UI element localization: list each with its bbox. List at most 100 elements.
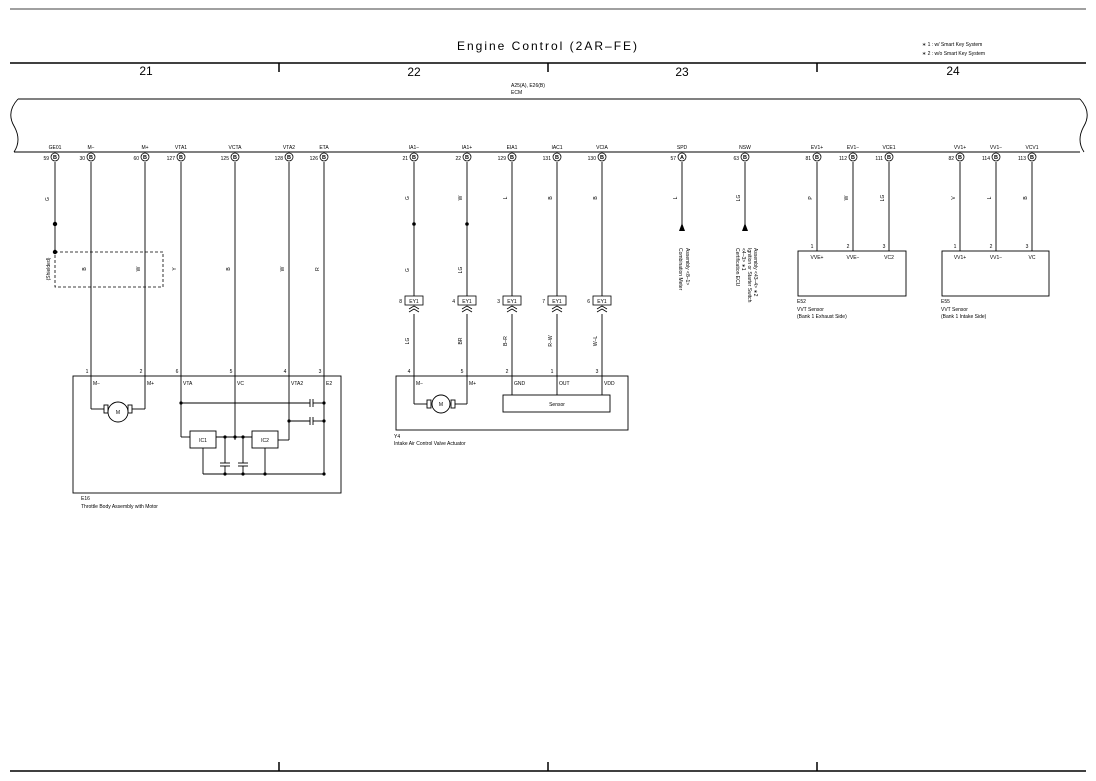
tb-pin-label: M− (93, 381, 100, 387)
vvte-sub: (Bank 1 Exhaust Side) (797, 314, 847, 320)
vvti-pin-num: 1 (954, 244, 957, 250)
wire-color: LG (405, 338, 411, 345)
ia-id: Y4 (394, 434, 400, 440)
wire-color: B (1023, 196, 1029, 200)
wire-color: R (315, 267, 321, 271)
pin-conn: B (600, 155, 604, 161)
ecm-pin-number: 129 (498, 156, 507, 162)
ey1-connector: EY1 7 (542, 295, 567, 313)
vvti-pin-num: 3 (1026, 244, 1029, 250)
ecm-pin-name: GE01 (49, 145, 62, 151)
pin-conn: B (322, 155, 326, 161)
wire-color: BR (458, 337, 464, 344)
pin-conn: B (1030, 155, 1034, 161)
wire-color: W (136, 266, 142, 271)
ecm-pin-names: GE01 M− M+ VTA1 VCTA VTA2 ETA IA1− IA1+ … (49, 145, 1039, 151)
ecm-pin-name: IAC1 (551, 145, 562, 151)
pin-conn: B (510, 155, 514, 161)
tb-pin-label: VTA (183, 381, 193, 387)
intake-actuator-component: 4 5 2 1 3 M− M+ GND OUT VDD M Sensor (394, 369, 629, 447)
pin-conn: B (465, 155, 469, 161)
ref-line: Ignition or Starter Switch (746, 248, 752, 303)
vvte-pin-label: VVE+ (811, 255, 824, 261)
tb-motor-label: M (116, 410, 120, 416)
column-label-22: 22 (407, 65, 421, 79)
ey1-pin: 7 (542, 299, 545, 305)
ref-line: Combination Meter (677, 248, 683, 291)
ecm-pin-name: IA1− (409, 145, 420, 151)
ecm-pin-name: ETA (319, 145, 329, 151)
wire-color: B (593, 196, 599, 200)
wire-color: B (548, 196, 554, 200)
tb-ic1-label: IC1 (199, 438, 207, 444)
ecm-connectors: A25(A), E26(B) (511, 83, 545, 89)
ey1-pin: 6 (587, 299, 590, 305)
ia-pin-num: 1 (551, 369, 554, 375)
ecm-pin-name: VCTA (229, 145, 243, 151)
pin-conn: B (815, 155, 819, 161)
pin-conn: B (555, 155, 559, 161)
ecm-pin-number: 63 (733, 156, 739, 162)
tb-pin-num: 5 (230, 369, 233, 375)
ecm-pin-name: VCV1 (1025, 145, 1038, 151)
vvti-pin-label: VC (1029, 255, 1036, 261)
ey1-connector: EY1 6 (587, 295, 612, 313)
ecm-pin-number: 130 (588, 156, 597, 162)
ia-pin-label: M− (416, 381, 423, 387)
vvte-pin-label: VC2 (884, 255, 894, 261)
reference-arrows (679, 223, 748, 231)
vvti-pin-num: 2 (990, 244, 993, 250)
ecm-pin-connectors: B B B B B B B B B B B B A B B B B B B B (53, 155, 1034, 161)
ref-combination-meter: Combination Meter Assembly <8–1> (677, 248, 690, 291)
ecm-pin-markers (50, 152, 1037, 162)
wire-color: G (45, 197, 51, 201)
ecm-pin-name: EV1− (847, 145, 859, 151)
pin-conn: B (994, 155, 998, 161)
ref-line: <4–3> ∗1 (740, 248, 746, 271)
ecm-pin-number: 112 (839, 156, 847, 162)
vvte-pin-num: 3 (883, 244, 886, 250)
upper-wire-colors: G B W Y B W R G W L B B L LG P W LG V L … (45, 195, 1029, 272)
pin-conn: B (887, 155, 891, 161)
ey1-label: EY1 (409, 299, 419, 305)
pin-conn: B (89, 155, 93, 161)
ia-pin-num: 4 (408, 369, 411, 375)
vvti-sub: (Bank 1 Intake Side) (941, 314, 987, 320)
pin-conn: B (233, 155, 237, 161)
tb-id: E16 (81, 496, 90, 502)
tb-pin-num: 4 (284, 369, 287, 375)
lower-wire-colors: LG BR B–R R–W W–L (405, 335, 599, 346)
ecm-pin-number: 111 (875, 156, 883, 162)
wire-color: W (458, 195, 464, 200)
wire-color: LG (458, 267, 464, 274)
wire-color: LG (736, 195, 742, 202)
ey1-label: EY1 (597, 299, 607, 305)
pin-conn: B (287, 155, 291, 161)
note-1: ∗ 1 : w/ Smart Key System (922, 42, 982, 48)
ecm-pin-name: SPD (677, 145, 688, 151)
tb-pin-num: 2 (140, 369, 143, 375)
ecm-pin-number: 57 (670, 156, 676, 162)
ecm-pin-name: VV1− (990, 145, 1002, 151)
pin-conn: B (851, 155, 855, 161)
ecm-box (10, 98, 1088, 153)
wire-color: W (280, 266, 286, 271)
pin-conn: B (412, 155, 416, 161)
wire-color: B (82, 267, 88, 271)
ecm-pin-number: 126 (310, 156, 319, 162)
vvti-pin-label: VV1+ (954, 255, 966, 261)
tb-pin-num: 6 (176, 369, 179, 375)
ref-line: Assembly <43–4> ∗2 (752, 248, 758, 297)
tb-pin-label: E2 (326, 381, 332, 387)
ref-line: Certification ECU (734, 248, 740, 287)
ey1-connectors: EY1 8 EY1 4 EY1 3 EY1 7 EY1 6 (399, 295, 612, 313)
pin-conn: B (179, 155, 183, 161)
wire-color: Y (172, 267, 178, 271)
ecm-pin-number: 59 (43, 156, 49, 162)
pin-conn: B (958, 155, 962, 161)
wire-color: R–W (548, 335, 554, 346)
ey1-label: EY1 (552, 299, 562, 305)
note-2: ∗ 2 : w/o Smart Key System (922, 51, 985, 57)
ecm-pin-number: 125 (221, 156, 230, 162)
